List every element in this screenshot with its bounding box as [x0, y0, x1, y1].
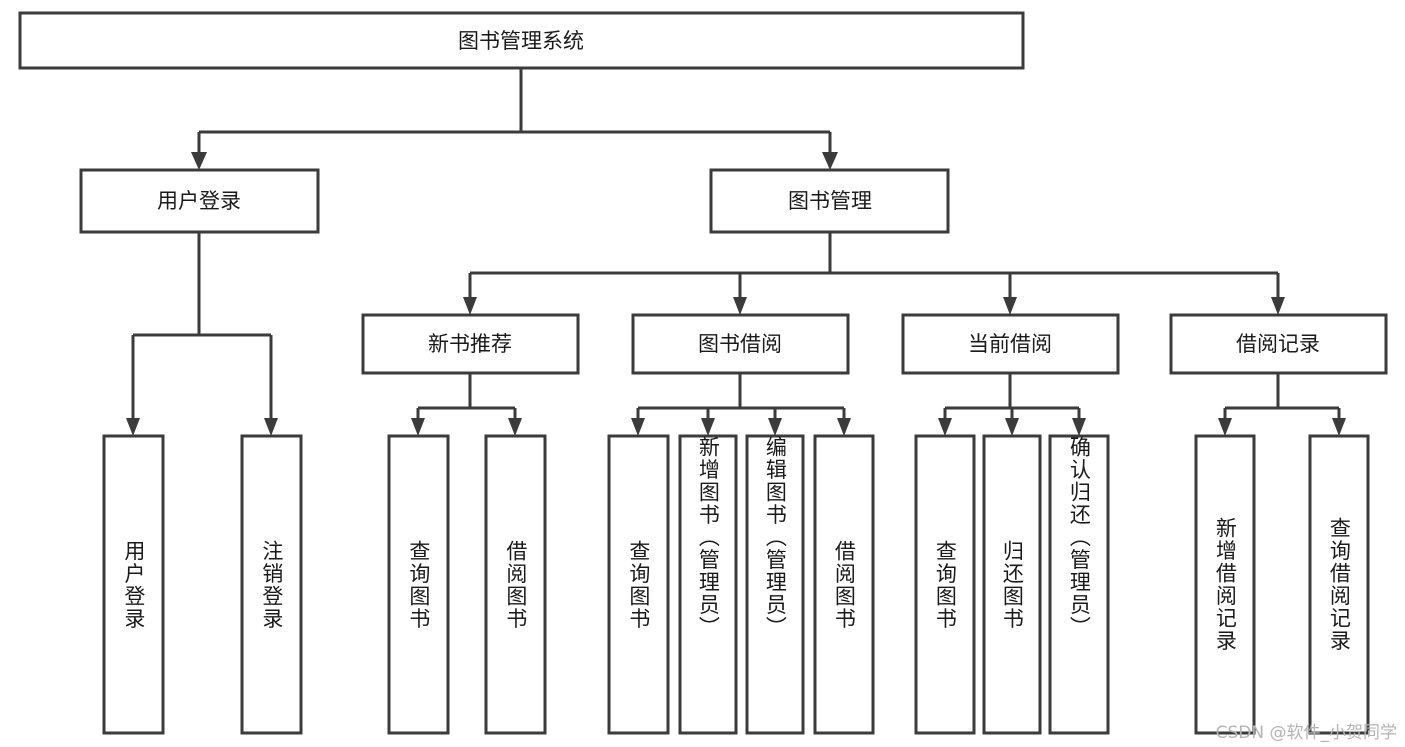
node-label: 用户登录 — [157, 189, 241, 213]
leaf-box-current-borrow-2[interactable] — [1048, 434, 1110, 735]
node-user-login[interactable]: 用户登录 — [79, 168, 320, 234]
leaf-box-borrow-record-0[interactable] — [1194, 434, 1256, 735]
arrow-head-icon — [938, 418, 952, 436]
node-book-borrow[interactable]: 图书借阅 — [631, 313, 850, 375]
arrow-head-icon — [837, 418, 851, 436]
leaf-box-user-login-0[interactable] — [102, 434, 165, 735]
node-current-borrow[interactable]: 当前借阅 — [901, 313, 1120, 375]
leaf-box-current-borrow-0[interactable] — [914, 434, 976, 735]
node-label: 图书管理 — [788, 189, 872, 213]
leaf-box-book-borrow-0[interactable] — [607, 434, 670, 735]
leaf-box-book-borrow-2[interactable] — [745, 434, 805, 735]
connector-newbook-to-leaves — [411, 373, 522, 436]
arrow-head-icon — [822, 152, 838, 170]
node-box-shape — [361, 313, 580, 375]
arrow-head-icon — [508, 418, 522, 436]
arrow-head-icon — [631, 418, 645, 436]
arrow-head-icon — [1332, 418, 1346, 436]
node-box-shape — [1169, 313, 1388, 375]
node-box-shape — [709, 168, 950, 234]
arrow-head-icon — [126, 418, 140, 436]
node-label: 新书推荐 — [428, 332, 512, 356]
arrow-head-icon — [264, 418, 278, 436]
connector-currentborrow-to-leaves — [938, 373, 1086, 436]
node-box-shape — [79, 168, 320, 234]
node-box-shape — [631, 313, 850, 375]
node-root[interactable]: 图书管理系统 — [18, 11, 1025, 70]
arrow-head-icon — [463, 297, 477, 315]
leaf-box-new-book-0[interactable] — [387, 434, 450, 735]
leaf-box-user-login-1[interactable] — [240, 434, 303, 735]
arrow-head-icon — [701, 418, 715, 436]
arrow-head-icon — [1005, 418, 1019, 436]
connector-bookborrow-to-leaves — [631, 373, 851, 436]
node-label: 图书借阅 — [698, 332, 782, 356]
node-label: 图书管理系统 — [458, 29, 584, 53]
leaf-box-borrow-record-1[interactable] — [1308, 434, 1370, 735]
node-new-book-recommend[interactable]: 新书推荐 — [361, 313, 580, 375]
arrow-head-icon — [1003, 297, 1017, 315]
node-box-shape — [18, 11, 1025, 70]
csdn-watermark: CSDN @软件_小贺同学 — [1215, 723, 1397, 743]
leaf-box-new-book-1[interactable] — [484, 434, 547, 735]
node-label: 借阅记录 — [1236, 332, 1320, 356]
leaf-box-book-borrow-1[interactable] — [678, 434, 738, 735]
arrow-head-icon — [733, 297, 747, 315]
node-box-shape — [901, 313, 1120, 375]
connector-borrowrecord-to-leaves — [1218, 373, 1346, 436]
connector-root-to-level1 — [191, 68, 838, 170]
arrow-head-icon — [1271, 297, 1285, 315]
arrow-head-icon — [1072, 418, 1086, 436]
leaf-box-book-borrow-3[interactable] — [813, 434, 875, 735]
leaf-box-current-borrow-1[interactable] — [982, 434, 1042, 735]
connector-bookmgmt-to-level2 — [463, 232, 1285, 315]
connector-userlogin-to-leaves — [126, 232, 278, 436]
arrow-head-icon — [191, 152, 207, 170]
node-label: 当前借阅 — [968, 332, 1052, 356]
arrow-head-icon — [768, 418, 782, 436]
node-book-management[interactable]: 图书管理 — [709, 168, 950, 234]
node-borrow-record[interactable]: 借阅记录 — [1169, 313, 1388, 375]
arrow-head-icon — [411, 418, 425, 436]
arrow-head-icon — [1218, 418, 1232, 436]
